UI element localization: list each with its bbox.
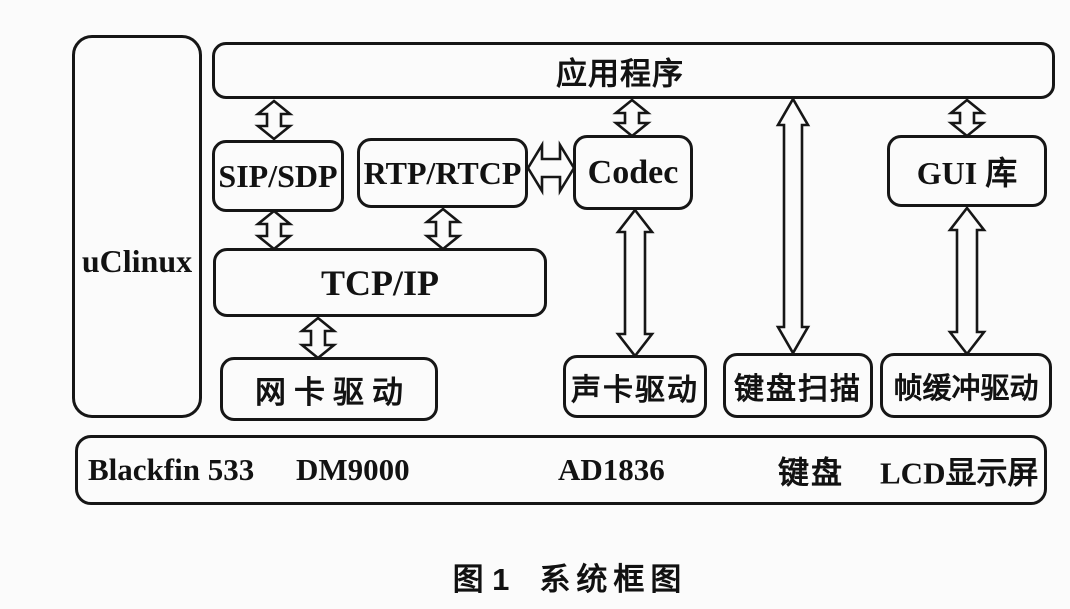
block-application: 应用程序 [212, 42, 1055, 99]
block-rtp-rtcp-label: RTP/RTCP [363, 154, 522, 191]
block-keyboard-scan: 键盘扫描 [723, 353, 873, 418]
block-gui-lib-label: GUI 库 [916, 155, 1018, 191]
arrow-app-codec [612, 98, 652, 138]
block-codec-label: Codec [587, 153, 679, 191]
block-uclinux: uClinux [72, 35, 202, 418]
hardware-bar: Blackfin 533 DM9000 AD1836 键盘 LCD显示屏 [75, 435, 1047, 505]
hardware-audio-codec-label: AD1836 [558, 452, 665, 487]
block-sip-sdp-label: SIP/SDP [218, 157, 338, 194]
block-application-label: 应用程序 [556, 56, 684, 91]
block-rtp-rtcp: RTP/RTCP [357, 138, 528, 208]
block-tcp-ip: TCP/IP [213, 248, 547, 317]
block-codec: Codec [573, 135, 693, 210]
block-sound-driver-label: 声卡驱动 [571, 373, 699, 407]
hardware-ethernet-label: DM9000 [296, 452, 410, 487]
arrow-rtprtcp-tcpip [423, 207, 463, 251]
arrow-guilib-framebuffer [947, 205, 987, 357]
block-gui-lib: GUI 库 [887, 135, 1047, 207]
arrow-sipsdp-tcpip [254, 209, 294, 251]
arrow-codec-sounddriver [615, 207, 655, 359]
block-keyboard-scan-label: 键盘扫描 [734, 372, 862, 406]
arrow-app-guilib [947, 98, 987, 138]
arrow-tcpip-nicdriver [298, 316, 338, 360]
figure-caption-number: 图 1 [452, 562, 510, 597]
block-nic-driver-label: 网卡驱动 [255, 374, 411, 410]
figure-caption-title: 系统框图 [539, 562, 688, 597]
arrow-rtprtcp-codec [526, 140, 576, 196]
block-nic-driver: 网卡驱动 [220, 357, 438, 421]
figure-caption: 图 1 系统框图 [390, 554, 750, 599]
block-framebuffer-driver: 帧缓冲驱动 [880, 353, 1052, 418]
block-framebuffer-driver-label: 帧缓冲驱动 [893, 372, 1039, 405]
block-sip-sdp: SIP/SDP [212, 140, 344, 212]
hardware-cpu-label: Blackfin 533 [88, 452, 255, 487]
hardware-lcd-label: LCD显示屏 [880, 455, 1039, 491]
arrow-app-sipsdp [254, 99, 294, 141]
hardware-keyboard-label: 键盘 [778, 455, 844, 491]
block-sound-driver: 声卡驱动 [563, 355, 707, 418]
arrow-app-keyboardscan [775, 96, 811, 356]
block-uclinux-label: uClinux [81, 243, 193, 279]
block-tcp-ip-label: TCP/IP [320, 262, 439, 303]
